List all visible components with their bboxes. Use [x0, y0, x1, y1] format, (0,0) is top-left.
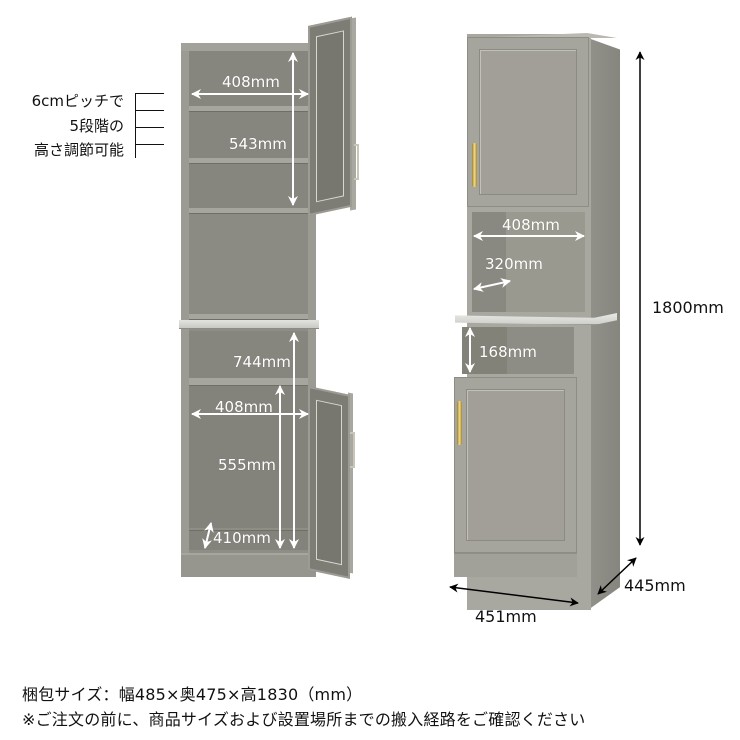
- upper-door-handle: [354, 144, 359, 180]
- right-cabinet-top-edge: [467, 33, 617, 38]
- lower-door-open[interactable]: [308, 386, 350, 579]
- right-open-width-label: 408mm: [502, 216, 560, 234]
- right-niche-compartment: [462, 327, 574, 374]
- shelf-2: [189, 158, 308, 164]
- plinth: [181, 553, 316, 577]
- middle-height-label: 744mm: [233, 353, 291, 371]
- right-lower-door[interactable]: [454, 377, 577, 553]
- open-shelf-compartment: [189, 214, 308, 318]
- right-plinth: [454, 553, 577, 577]
- package-size-text: 梱包サイズ：幅485×奥475×高1830（mm）: [22, 685, 363, 704]
- delivery-notice-text: ※ご注文の前に、商品サイズおよび設置場所までの搬入経路をご確認ください: [22, 710, 586, 729]
- shelf-5: [189, 378, 308, 386]
- upper-door-open[interactable]: [308, 16, 352, 217]
- marble-counter: [179, 320, 319, 329]
- shelf-note-line-2: 5段階の: [69, 117, 124, 135]
- niche-compartment: [189, 331, 308, 378]
- right-open-compartment: [472, 212, 585, 312]
- top-panel: [181, 43, 316, 51]
- shelf-3: [189, 208, 308, 214]
- shelf-1: [189, 106, 308, 112]
- right-open-depth-label: 320mm: [485, 255, 543, 273]
- total-height-label: 1800mm: [652, 298, 724, 317]
- shelf-4: [189, 314, 308, 320]
- right-lower-door-handle[interactable]: [457, 401, 462, 445]
- right-niche-height-label: 168mm: [479, 343, 537, 361]
- shelf-pitch-bracket: [135, 93, 164, 158]
- right-upper-door-handle[interactable]: [472, 143, 477, 187]
- lower-width-label: 408mm: [215, 398, 273, 416]
- lower-height-label: 555mm: [218, 456, 276, 474]
- lower-door-handle: [350, 432, 355, 468]
- lower-depth-label: 410mm: [213, 529, 271, 547]
- right-upper-door[interactable]: [467, 37, 589, 207]
- shelf-note-line-3: 高さ調節可能: [33, 141, 124, 159]
- shelf-note-line-1: 6cmピッチで: [31, 92, 124, 110]
- upper-width-label: 408mm: [222, 73, 280, 91]
- right-side-panel: [308, 43, 316, 577]
- upper-height-label: 543mm: [229, 135, 287, 153]
- bottom-shelf: [189, 528, 308, 531]
- total-depth-label: 445mm: [624, 576, 686, 595]
- left-side-panel: [181, 43, 189, 577]
- total-width-label: 451mm: [475, 607, 537, 626]
